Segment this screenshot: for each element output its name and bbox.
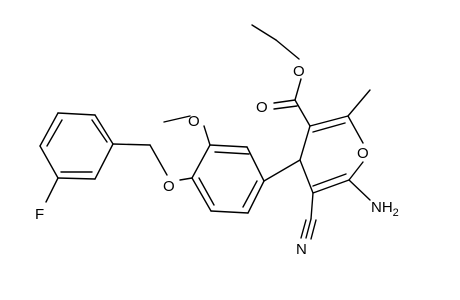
atom-label-amine: NH2 [371,199,399,219]
bond-carbonyl-double-1 [273,99,296,104]
bond-fph-3-4-double [46,119,63,147]
bond-fph-3-4 [39,112,59,147]
bond-ar-4-5-double [198,177,215,206]
bond-nitrile-2 [310,219,317,240]
bond-ar-methoxy-o [203,125,211,146]
bond-fph-5-6 [57,177,96,180]
atom-label-ester-o: O [293,63,305,80]
bond-ar-ether-o [179,177,193,181]
bond-ar-1-2 [246,146,265,182]
bond-c2-o1 [347,115,364,144]
bond-fph-1-2 [94,114,114,145]
bond-ar-2-3 [209,144,248,148]
bond-ar-3-4 [191,144,211,179]
bond-c6-c5 [312,179,350,194]
bond-ethyl-ch2-o [275,39,300,60]
atom-labels: O O O O O N NH2 F [35,63,399,258]
bond-fph-2-3 [57,112,96,116]
bond-carbonyl-double-2 [273,105,298,110]
bond-fph-4-5 [39,145,59,179]
bond-ch2-aryl [112,143,151,146]
atom-label-methoxy-o: O [188,113,200,130]
bond-fph-fluorine [45,177,59,203]
bond-c3-c2-double [312,122,346,133]
bond-ar-2-3-double [214,151,250,155]
bond-nitrile-3 [300,219,307,239]
bond-o-carbonyl-c [294,78,302,101]
atom-label-fluorine: F [35,206,44,223]
bond-nitrile-1 [305,218,312,239]
bond-c3-c2 [309,115,349,127]
bond-methoxy-ch3 [163,115,191,123]
atom-label-ether-o: O [163,178,175,195]
bond-carbonyl-c3 [294,99,311,127]
bond-c4-aryl [263,159,301,182]
atom-label-nitrile-n: N [296,241,307,258]
bond-fph-1-2-double [91,119,108,143]
bond-c5-cn [310,192,314,220]
bond-ar-6-1-double [242,180,258,208]
bond-ar-6-1 [247,180,265,214]
bond-c5-c4 [299,159,314,194]
bond-lines [39,24,371,240]
bond-o1-c6 [348,161,364,181]
bond-ar-4-5 [191,177,212,212]
bond-c4-c3 [299,125,311,161]
bond-c6-amine [348,179,371,201]
atom-label-carbonyl-o: O [256,99,268,116]
bond-ether-o-ch2 [149,144,168,176]
atom-label-ring-o: O [357,145,369,162]
bond-ethyl-ch3-ch2 [251,24,277,41]
bond-c6-c5-double [312,173,347,187]
bond-ar-5-6 [210,210,249,214]
bond-fph-6-1 [94,143,114,180]
bond-c2-methyl [347,89,371,117]
